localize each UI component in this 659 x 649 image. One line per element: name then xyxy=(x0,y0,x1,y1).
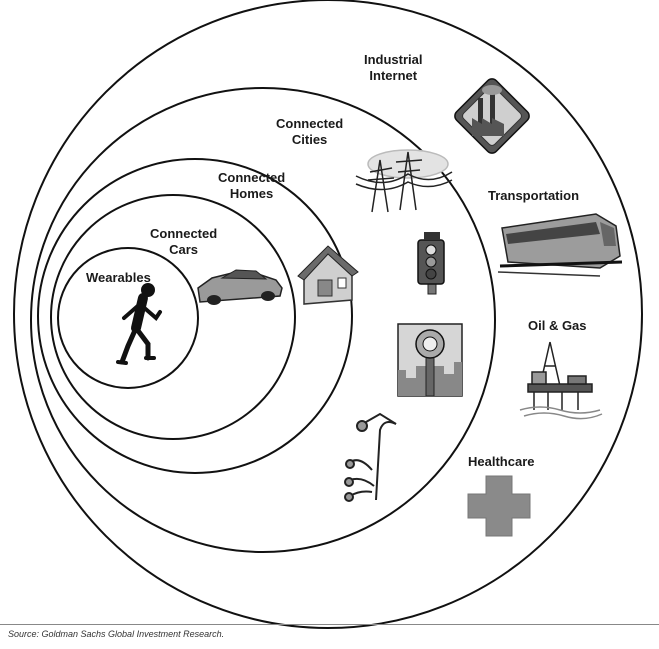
label-connected-cities-line2: Cities xyxy=(291,132,328,147)
parking-meter-icon xyxy=(397,323,463,397)
label-connected-cars-line2: Cars xyxy=(169,242,199,257)
label-industrial-internet: Industrial Internet xyxy=(364,52,423,84)
ring-cities xyxy=(30,87,496,553)
label-oil-gas: Oil & Gas xyxy=(528,318,587,334)
house-icon xyxy=(297,245,359,305)
label-connected-homes-line1: Connected xyxy=(218,170,286,185)
ring-cars xyxy=(50,194,296,440)
power-lines-icon xyxy=(355,149,453,213)
label-connected-cars-line1: Connected xyxy=(150,226,218,241)
medical-cross-shape xyxy=(467,475,531,537)
oil-rig-icon xyxy=(519,341,603,420)
label-healthcare: Healthcare xyxy=(468,454,534,470)
label-connected-cities: Connected Cities xyxy=(276,116,343,148)
factory-icon xyxy=(454,78,530,154)
runner-icon xyxy=(116,283,162,365)
label-healthcare-text: Healthcare xyxy=(468,454,535,469)
label-connected-cars: Connected Cars xyxy=(150,226,217,258)
traffic-light-icon xyxy=(417,232,445,295)
label-connected-homes-line2: Homes xyxy=(229,186,274,201)
label-industrial-internet-line1: Industrial xyxy=(364,52,423,67)
source-note: Source: Goldman Sachs Global Investment … xyxy=(8,629,225,639)
train-icon xyxy=(497,213,623,277)
label-transportation: Transportation xyxy=(488,188,579,204)
source-divider xyxy=(0,624,659,625)
label-industrial-internet-line2: Internet xyxy=(369,68,418,83)
label-transportation-text: Transportation xyxy=(488,188,580,203)
ring-homes xyxy=(37,158,353,474)
car-icon xyxy=(197,269,283,305)
label-oil-gas-text: Oil & Gas xyxy=(528,318,587,333)
label-connected-homes: Connected Homes xyxy=(218,170,285,202)
ring-industrial xyxy=(13,0,643,629)
ring-wearables xyxy=(57,247,199,389)
label-wearables-text: Wearables xyxy=(86,270,151,285)
label-connected-cities-line1: Connected xyxy=(276,116,344,131)
street-lights-icon xyxy=(344,412,397,502)
label-wearables: Wearables xyxy=(86,270,151,286)
